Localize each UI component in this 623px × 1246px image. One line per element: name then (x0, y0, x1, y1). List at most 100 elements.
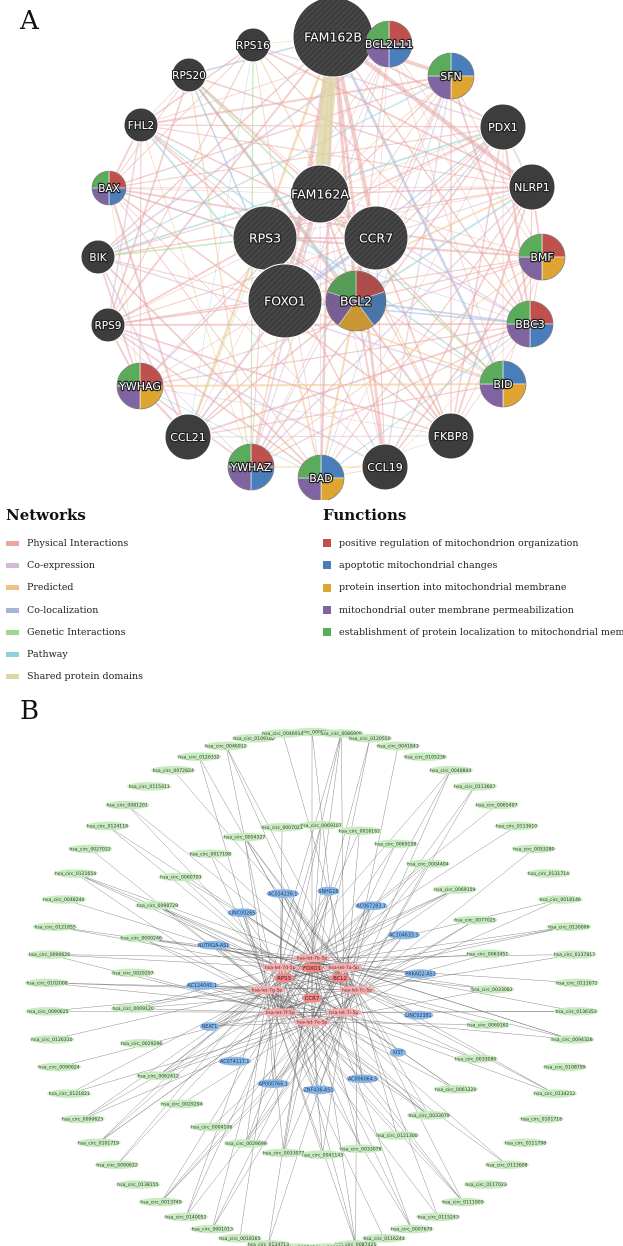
gene-node-fam162a[interactable]: FAM162A (290, 164, 351, 224)
lncrna-node[interactable]: AC034236.1 (266, 889, 299, 898)
circrna-node[interactable]: hsa_circ_0029699 (223, 1139, 269, 1148)
circrna-node[interactable]: hsa_circ_0009120 (110, 1004, 156, 1013)
circrna-node[interactable]: hsa_circ_0033080 (453, 1054, 498, 1063)
mirna-node[interactable]: hsa-let-7i-5p (325, 1008, 363, 1017)
circrna-node[interactable]: hsa_circ_0111798 (503, 1138, 548, 1148)
gene-node-ywhaz[interactable]: YWHAZ (227, 443, 275, 491)
gene-node-bax[interactable]: BAX (91, 170, 127, 206)
circrna-node[interactable]: hsa_circ_0140052 (163, 1212, 209, 1222)
gene-node[interactable]: FOXO1 (300, 963, 324, 973)
circrna-node[interactable]: hsa_circ_0018165 (217, 1233, 263, 1243)
circrna-node[interactable]: hsa_circ_0033079 (406, 1111, 452, 1120)
gene-node-sfn[interactable]: SFN (427, 52, 475, 100)
mirna-node[interactable]: hsa-let-7b-5p (293, 953, 331, 963)
circrna-node[interactable]: hsa_circ_0120550 (347, 733, 393, 743)
gene-node-bcl2[interactable]: BCL2 (325, 270, 387, 332)
circrna-node[interactable]: hsa_circ_0029297 (110, 968, 156, 978)
gene-node-foxo1[interactable]: FOXO1 (247, 263, 323, 339)
gene-node-rps3[interactable]: RPS3 (232, 205, 298, 271)
circrna-node[interactable]: hsa_circ_0124118 (85, 821, 130, 831)
circrna-node[interactable]: hsa_circ_0090626 (27, 950, 72, 959)
circrna-node[interactable]: hsa_circ_0063451 (465, 949, 510, 959)
circrna-node[interactable]: hsa_circ_0048240 (41, 895, 87, 904)
circrna-node[interactable]: hsa_circ_0136353 (553, 1007, 599, 1016)
circrna-node[interactable]: hsa_circ_0090624 (36, 1062, 82, 1072)
circrna-node[interactable]: hsa_circ_0016162 (337, 826, 382, 836)
circrna-node[interactable]: hsa_circ_0117023 (463, 1180, 509, 1189)
circrna-node[interactable]: hsa_circ_0126332 (176, 752, 222, 761)
circrna-node[interactable]: hsa_circ_0090625 (25, 1007, 71, 1016)
circrna-node[interactable]: hsa_circ_0069107 (298, 820, 344, 830)
circrna-node[interactable]: hsa_circ_0121821 (47, 1089, 92, 1098)
gene-node-bad[interactable]: BAD (297, 454, 345, 500)
lncrna-node[interactable]: PRKAG2-AS1 (404, 969, 437, 979)
gene-node-fhl2[interactable]: FHL2 (123, 107, 159, 143)
lncrna-node[interactable]: ZNF436-AS1 (302, 1085, 335, 1095)
circrna-node[interactable]: hsa_circ_0126310 (29, 1035, 75, 1044)
lncrna-node[interactable]: AC124045.1 (185, 981, 219, 990)
mirna-node[interactable]: hsa-let-7f-5p (261, 1008, 299, 1017)
circrna-node[interactable]: hsa_circ_0105236 (402, 752, 448, 761)
circrna-node[interactable]: hsa_circ_0069162 (465, 1020, 511, 1030)
circrna-node[interactable]: hsa_circ_0013749 (138, 1197, 184, 1207)
circrna-node[interactable]: hsa_circ_0134212 (532, 1089, 577, 1098)
circrna-node[interactable]: hsa_circ_0090623 (60, 1114, 105, 1124)
mirna-node[interactable]: hsa-let-7e-5p (293, 1017, 331, 1027)
circrna-node[interactable]: hsa_circ_0111672 (554, 978, 600, 988)
circrna-node[interactable]: hsa_circ_0113610 (494, 821, 539, 831)
circrna-node[interactable]: hsa_circ_0018146 (537, 895, 583, 904)
circrna-node[interactable]: hsa_circ_0046914 (260, 729, 306, 738)
gene-node-ccr7[interactable]: CCR7 (343, 205, 409, 271)
gene-node-fkbp8[interactable]: FKBP8 (427, 412, 475, 460)
lncrna-node[interactable]: LINC02381 (403, 1010, 434, 1020)
circrna-node[interactable]: hsa_circ_0004404 (405, 859, 451, 869)
circrna-node[interactable]: hsa_circ_0029294 (159, 1099, 205, 1109)
gene-node-ccl21[interactable]: CCL21 (164, 413, 212, 461)
lncrna-node[interactable]: SNHG16 (317, 886, 340, 896)
circrna-node[interactable]: hsa_circ_0004106 (189, 1122, 234, 1132)
circrna-node[interactable]: hsa_circ_0033077 (261, 1148, 306, 1158)
mirna-node[interactable]: hsa-let-7d-5p (261, 963, 299, 972)
circrna-node[interactable]: hsa_circ_0121654 (53, 869, 98, 878)
circrna-node[interactable]: hsa_circ_0069159 (432, 885, 478, 894)
circrna-node[interactable]: hsa_circ_0113608 (484, 1160, 530, 1170)
circrna-node[interactable]: hsa_circ_0115411 (126, 782, 172, 791)
gene-node-bid[interactable]: BID (479, 360, 527, 408)
circrna-node[interactable]: hsa_circ_0048844 (428, 765, 474, 775)
circrna-node[interactable]: hsa_circ_0053280 (511, 844, 557, 854)
circrna-node[interactable]: hsa_circ_0137817 (552, 950, 597, 959)
circrna-node[interactable]: hsa_circ_0054327 (222, 832, 267, 842)
mirna-node[interactable]: hsa-let-7a-5p (325, 963, 363, 972)
lncrna-node[interactable]: AC074117.1 (218, 1056, 251, 1066)
circrna-node[interactable]: hsa_circ_0033082 (469, 985, 515, 994)
circrna-node[interactable]: hsa_circ_0029296 (119, 1039, 164, 1048)
lncrna-node[interactable]: AC067283.1 (355, 901, 388, 911)
gene-node-rps16[interactable]: RPS16 (235, 27, 271, 63)
gene-node-bik[interactable]: BIK (80, 239, 116, 275)
gene-node-bmf[interactable]: BMF (518, 233, 566, 281)
gene-node-pdx1[interactable]: PDX1 (479, 103, 527, 151)
circrna-node[interactable]: hsa_circ_0001013 (190, 1224, 235, 1234)
gene-node-bbc3[interactable]: BBC3 (506, 300, 554, 348)
circrna-node[interactable]: hsa_circ_0138155 (115, 1180, 161, 1189)
circrna-node[interactable]: hsa_circ_0060703 (158, 872, 204, 882)
circrna-node[interactable]: hsa_circ_0027022 (67, 844, 113, 854)
circrna-node[interactable]: hsa_circ_0017198 (188, 849, 233, 859)
circrna-node[interactable]: hsa_circ_0041843 (375, 741, 421, 751)
lncrna-node[interactable]: AC006064.5 (346, 1074, 379, 1084)
circrna-node[interactable]: hsa_circ_0111905 (440, 1197, 486, 1207)
circrna-node[interactable]: hsa_circ_0116244 (361, 1233, 407, 1243)
lncrna-node[interactable]: XIST (389, 1047, 407, 1057)
lncrna-node[interactable]: AP000766.1 (257, 1079, 290, 1089)
circrna-node[interactable]: hsa_circ_0065407 (474, 800, 520, 810)
circrna-node[interactable]: hsa_circ_0061220 (433, 1085, 478, 1094)
gene-node-nlrp1[interactable]: NLRP1 (508, 163, 556, 211)
circrna-node[interactable]: hsa_circ_0007021 (259, 822, 305, 832)
circrna-node[interactable]: hsa_circ_0094328 (549, 1035, 595, 1044)
gene-node-fam162b[interactable]: FAM162B (292, 0, 374, 78)
gene-node-rps20[interactable]: RPS20 (171, 57, 207, 93)
circrna-node[interactable]: hsa_circ_0077025 (452, 915, 498, 925)
gene-node-ywhag[interactable]: YWHAG (116, 362, 164, 410)
lncrna-node[interactable]: NEAT1 (199, 1022, 220, 1031)
circrna-node[interactable]: hsa_circ_0072824 (150, 765, 196, 775)
